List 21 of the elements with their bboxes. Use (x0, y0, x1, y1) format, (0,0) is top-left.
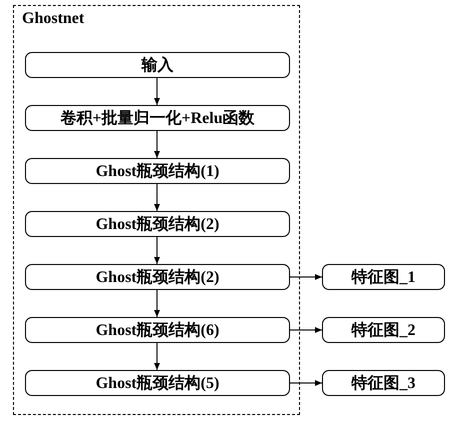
arrow (154, 184, 160, 212)
process-box: Ghost瓶颈结构(2) (25, 264, 290, 290)
process-box: Ghost瓶颈结构(6) (25, 317, 290, 343)
process-box: Ghost瓶颈结构(1) (25, 158, 290, 184)
group-label: Ghostnet (22, 10, 84, 28)
process-box: Ghost瓶颈结构(5) (25, 370, 290, 396)
arrow (154, 130, 160, 158)
arrow (290, 327, 322, 333)
process-box: Ghost瓶颈结构(2) (25, 211, 290, 237)
arrow (154, 342, 160, 370)
output-box: 特征图_2 (322, 317, 445, 343)
arrow (290, 380, 322, 386)
arrow (154, 236, 160, 264)
process-box: 输入 (25, 52, 290, 78)
arrow (154, 290, 160, 318)
process-box: 卷积+批量归一化+Relu函数 (25, 105, 290, 131)
output-box: 特征图_1 (322, 264, 445, 290)
output-box: 特征图_3 (322, 370, 445, 396)
arrow (154, 78, 160, 106)
arrow (290, 274, 322, 280)
dashed-frame (13, 5, 300, 415)
